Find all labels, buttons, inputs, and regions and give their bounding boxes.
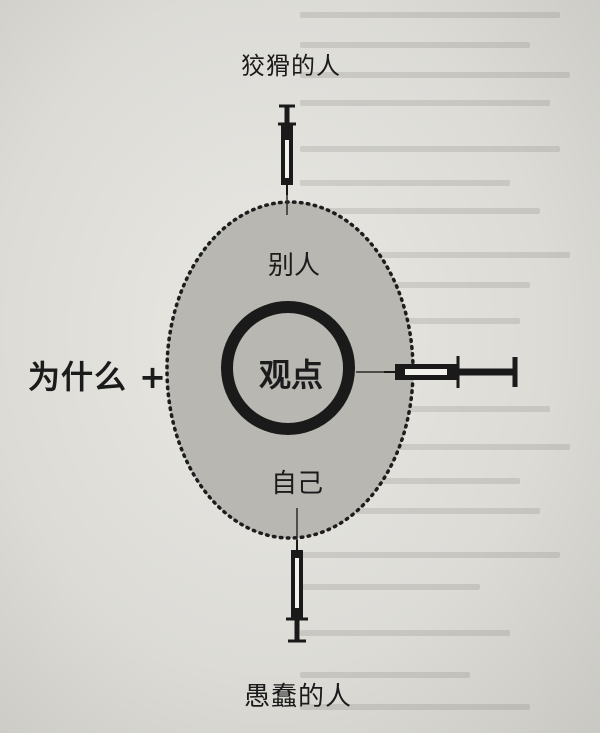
right-syringe-icon xyxy=(356,356,518,388)
top-syringe-icon xyxy=(278,104,296,215)
cunning-person-label: 狡猾的人 xyxy=(241,52,341,80)
self-label: 自己 xyxy=(271,469,324,499)
inner-ring xyxy=(221,301,355,435)
others-label: 别人 xyxy=(268,251,321,281)
bottom-syringe-icon xyxy=(286,508,308,643)
background-text-lines xyxy=(300,0,600,733)
why-plus-label: 为什么 + xyxy=(28,358,167,396)
foolish-person-label: 愚蠢的人 xyxy=(244,682,353,712)
viewpoint-label: 观点 xyxy=(259,356,324,394)
